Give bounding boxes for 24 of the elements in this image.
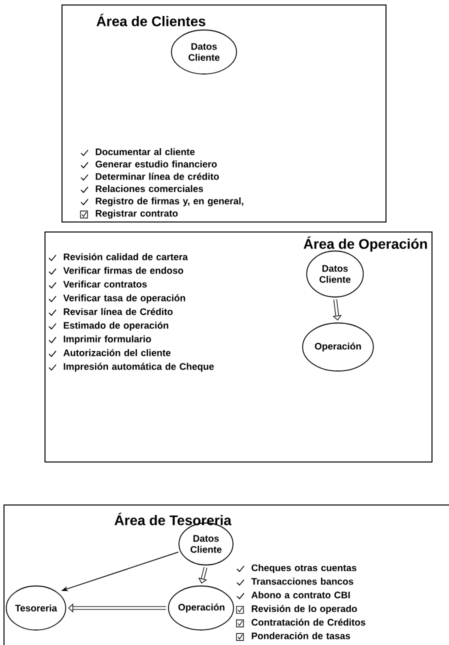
- list-item: Impresión automática de Cheque: [64, 362, 214, 372]
- list-item: Revisión de lo operado: [252, 605, 357, 614]
- list-item: Estimado de operación: [64, 322, 168, 331]
- list-item: Verificar contratos: [63, 280, 147, 288]
- list-item: Registrar contrato: [96, 210, 178, 219]
- area-title: Área de Tesoreria: [114, 512, 232, 526]
- list-item: Generar estudio financiero: [96, 160, 217, 168]
- list-item: Autorización del cliente: [63, 349, 171, 356]
- list-item: Relaciones comerciales: [96, 185, 204, 192]
- list-item: Ponderación de tasas: [252, 632, 350, 640]
- list-item: Abono a contrato CBI: [251, 591, 350, 598]
- list-item: Revisar línea de Crédito: [64, 308, 173, 316]
- list-item: Registro de firmas y, en general,: [96, 197, 244, 206]
- list-item: Imprimir formulario: [64, 335, 151, 344]
- area-title: Área de Operación: [304, 236, 427, 252]
- list-item: Contratación de Créditos: [252, 618, 366, 626]
- list-item: Determinar línea de crédito: [96, 172, 219, 180]
- list-item: Documentar al cliente: [96, 148, 195, 156]
- list-item: Cheques otras cuentas: [252, 564, 356, 574]
- list-item: Verificar firmas de endoso: [63, 266, 184, 274]
- list-item: Verificar tasa de operación: [63, 294, 186, 304]
- list-item: Transacciones bancos: [251, 578, 354, 585]
- area-title: Área de Clientes: [96, 14, 206, 26]
- list-item: Revisión calidad de cartera: [64, 253, 188, 260]
